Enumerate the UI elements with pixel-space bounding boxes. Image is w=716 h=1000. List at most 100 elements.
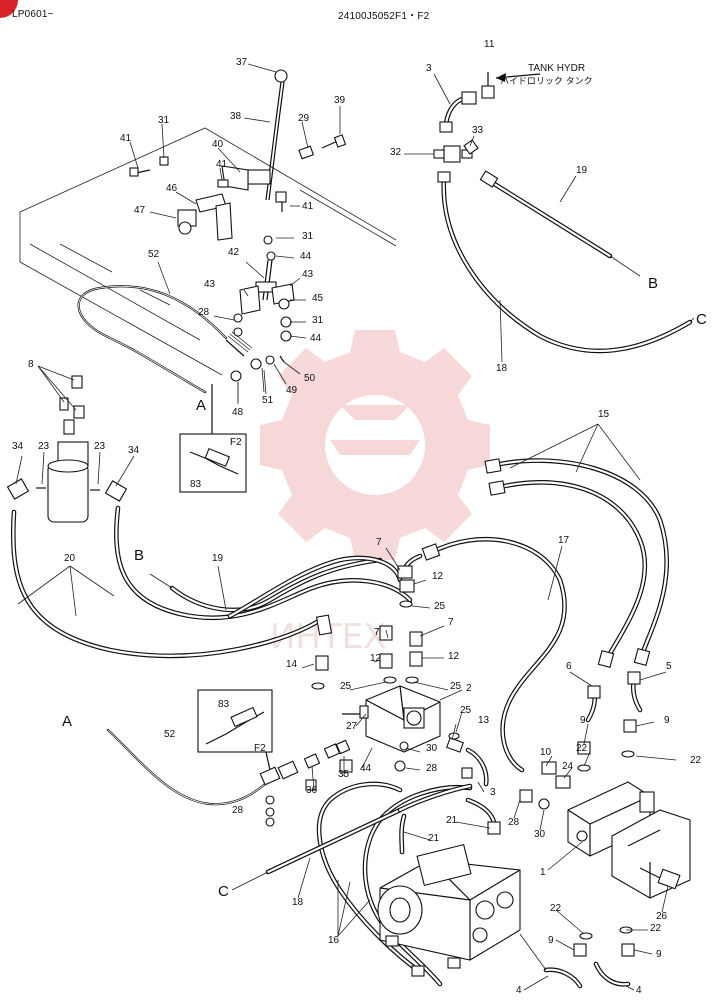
callout-31-low: 31: [312, 315, 324, 326]
callout-3-low: 3: [490, 787, 496, 798]
leader-C-upper: [689, 317, 695, 323]
callout-23-right: 23: [94, 441, 106, 452]
callout-28-center: 28: [426, 763, 438, 774]
callout-7-mid: 7: [374, 627, 380, 638]
callout-1: 1: [540, 867, 546, 878]
callout-3-top: 3: [426, 63, 432, 74]
callout-23-left: 23: [38, 441, 50, 452]
hoses-15-and-17: [421, 458, 670, 773]
hydraulic-pump: [316, 781, 521, 987]
callout-15: 15: [598, 409, 610, 420]
connection-A-upper: A: [196, 397, 207, 414]
callout-19-upper: 19: [576, 165, 588, 176]
callout-46: 46: [166, 183, 178, 194]
tank-label-japanese: ハイドロリック タンク: [500, 77, 593, 87]
callout-52-upper: 52: [148, 249, 160, 260]
callout-32: 32: [390, 147, 402, 158]
hose-18-lower: [265, 783, 473, 875]
callout-25-mid: 25: [340, 681, 352, 692]
tank-connection-parts: [433, 72, 495, 163]
callout-6: 6: [566, 661, 572, 672]
inset-upper-variant: F2: [230, 437, 242, 448]
callout-8: 8: [28, 359, 34, 370]
control-valve-block: [311, 553, 489, 787]
callout-4-right: 4: [636, 985, 642, 996]
callout-44-mid: 44: [310, 333, 322, 344]
callout-45: 45: [312, 293, 324, 304]
leader-C-lower: [231, 871, 269, 891]
connection-C-lower: C: [218, 883, 229, 900]
callout-38: 38: [230, 111, 242, 122]
model-code: LP0601~: [12, 9, 54, 20]
callout-9-mid-left: 9: [580, 715, 586, 726]
callout-37: 37: [236, 57, 248, 68]
callout-7-top: 7: [376, 537, 382, 548]
callout-25-top: 25: [434, 601, 446, 612]
callout-21-right: 21: [446, 815, 458, 826]
watermark-gear-icon: [260, 330, 490, 560]
callout-48: 48: [232, 407, 244, 418]
callout-14: 14: [286, 659, 298, 670]
connection-B-lower: B: [134, 547, 145, 564]
hose-19-upper: [479, 170, 641, 277]
hoses-20-and-19-lower: [11, 505, 413, 659]
callout-25-low: 25: [460, 705, 472, 716]
inset-upper-part: 83: [190, 479, 202, 490]
callout-41-mid: 41: [216, 159, 228, 170]
callout-9-mid-right: 9: [664, 715, 670, 726]
callout-36: 36: [306, 785, 318, 796]
callout-22-low-left: 22: [550, 903, 562, 914]
tank-label-english: TANK HYDR: [528, 63, 586, 74]
callout-30-right: 30: [534, 829, 546, 840]
frame-outline: [19, 127, 397, 376]
callout-28-top: 28: [198, 307, 210, 318]
callout-18-lower: 18: [292, 897, 304, 908]
callout-22-low-right: 22: [650, 923, 662, 934]
inset-upper: [179, 433, 247, 493]
callout-44-low: 44: [360, 763, 372, 774]
callout-4-left: 4: [516, 985, 522, 996]
callout-33: 33: [472, 125, 484, 136]
inset-lower-variant: F2: [254, 743, 266, 754]
callout-21-left: 21: [428, 833, 440, 844]
callout-7-right: 7: [448, 617, 454, 628]
callout-16: 16: [328, 935, 340, 946]
callout-39: 39: [334, 95, 346, 106]
callout-28-right: 28: [508, 817, 520, 828]
callout-51: 51: [262, 395, 274, 406]
callout-41-right: 41: [302, 201, 314, 212]
callout-12-right: 12: [448, 651, 460, 662]
callout-11: 11: [484, 39, 495, 50]
callout-41-left: 41: [120, 133, 132, 144]
callout-24: 24: [562, 761, 574, 772]
callout-34-left: 34: [12, 441, 24, 452]
callout-43-left: 43: [204, 279, 216, 290]
callout-26: 26: [656, 911, 668, 922]
callout-44-top: 44: [300, 251, 312, 262]
cable-52-lower: [106, 728, 353, 827]
callout-18-upper: 18: [496, 363, 508, 374]
callout-42: 42: [228, 247, 240, 258]
connection-C-upper: C: [696, 311, 707, 328]
callout-35: 35: [338, 769, 350, 780]
callout-25-right: 25: [450, 681, 462, 692]
tank-arrow: [495, 73, 541, 82]
leader-lines: [15, 63, 677, 991]
callout-22-mid-left: 22: [576, 743, 588, 754]
connection-B-upper: B: [648, 275, 659, 292]
callout-31-top: 31: [158, 115, 170, 126]
inset-lower-part: 83: [218, 699, 230, 710]
callout-20: 20: [64, 553, 76, 564]
callout-29: 29: [298, 113, 310, 124]
callout-49: 49: [286, 385, 298, 396]
callout-19-lower: 19: [212, 553, 224, 564]
callout-52-lower: 52: [164, 729, 176, 740]
drawing-number: 24100J5052F1・F2: [338, 11, 430, 22]
callout-47: 47: [134, 205, 146, 216]
callout-9-low-right: 9: [656, 949, 662, 960]
callout-12-mid: 12: [370, 653, 382, 664]
callout-27: 27: [346, 721, 358, 732]
callout-34-right: 34: [128, 445, 140, 456]
